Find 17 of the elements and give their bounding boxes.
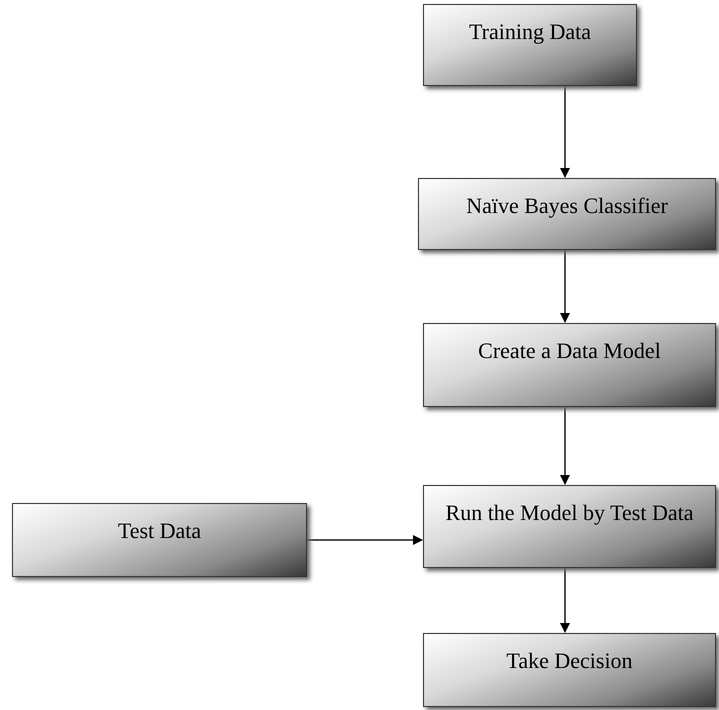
box-label: Training Data	[468, 18, 591, 46]
process-box	[418, 178, 716, 250]
box-label: Take Decision	[506, 647, 633, 675]
process-box	[423, 485, 716, 568]
box-label: Run the Model by Test Data	[446, 499, 694, 527]
arrow	[307, 535, 423, 545]
arrow	[560, 250, 570, 323]
box-label: Create a Data Model	[478, 337, 661, 365]
process-box	[423, 323, 716, 407]
box-label: Naïve Bayes Classifier	[466, 192, 668, 220]
arrow	[560, 407, 570, 485]
arrow	[560, 86, 570, 178]
box-label: Test Data	[118, 517, 202, 545]
process-box	[423, 4, 637, 86]
process-box	[12, 503, 307, 577]
arrow	[560, 568, 570, 633]
process-box	[423, 633, 716, 707]
